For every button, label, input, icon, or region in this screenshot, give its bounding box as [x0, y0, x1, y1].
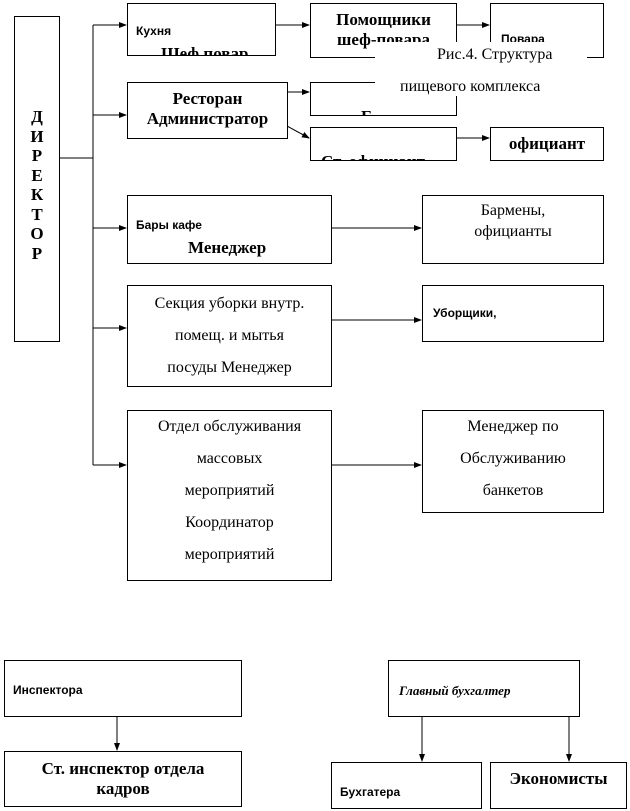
letter: Е: [31, 165, 43, 185]
events-box: Отдел обслуживания массовых мероприятий …: [127, 410, 332, 581]
label: Уборщики,: [433, 306, 497, 320]
label: мероприятий: [184, 482, 275, 499]
bars-box: Бары кафе Менеджер: [127, 195, 332, 264]
label: Помощники: [336, 10, 431, 29]
senior-inspector-box: Ст. инспектор отдела кадров: [4, 751, 242, 807]
cleaners-box: Уборщики,: [422, 285, 604, 342]
letter: Д: [31, 107, 43, 126]
label: Бухгатера: [340, 785, 401, 799]
letter: О: [30, 224, 44, 243]
kitchen-label: Кухня: [136, 24, 172, 38]
label: Ресторан: [172, 89, 243, 108]
label: Координатор: [185, 514, 274, 531]
letter: Р: [31, 243, 43, 263]
label: Обслуживанию: [460, 450, 566, 467]
label: Секция уборки внутр.: [154, 295, 305, 312]
figure-caption: Рис.4. Структура пищевого комплекса: [375, 42, 587, 96]
letter: К: [30, 185, 44, 204]
bartenders-box: Бармены, официанты: [422, 195, 604, 264]
label: Главный бухгалтер: [399, 683, 511, 698]
label: мероприятий: [184, 546, 275, 563]
label: Экономисты: [509, 769, 608, 788]
label: Бармены,: [480, 202, 546, 219]
label: кадров: [96, 779, 150, 798]
restaurant-box: Ресторан Администратор: [127, 82, 288, 139]
inspectors-box: Инспектора: [4, 660, 242, 717]
label: помещ. и мытья: [175, 327, 284, 344]
label: Менеджер по: [467, 418, 559, 435]
letter: Т: [31, 204, 43, 224]
label: посуды Менеджер: [167, 359, 292, 376]
chief-accountant-box: Главный бухгалтер: [388, 660, 580, 717]
banquet-manager-box: Менеджер по Обслуживанию банкетов: [422, 410, 604, 513]
label: официант: [508, 134, 586, 153]
label: Б: [361, 107, 372, 115]
waiter-box: официант: [490, 127, 604, 161]
label: банкетов: [482, 482, 544, 499]
label: официанты: [474, 223, 552, 240]
economists-box: Экономисты: [490, 762, 627, 809]
chef-label: Шеф повар: [161, 44, 249, 56]
label: массовых: [196, 450, 263, 467]
label: Менеджер: [188, 238, 267, 257]
label: Инспектора: [13, 683, 83, 697]
caption-line: пищевого комплекса: [400, 78, 541, 95]
senior-waiter-box: Ст. официант: [310, 127, 457, 161]
label: Отдел обслуживания: [157, 418, 302, 435]
kitchen-box: Кухня Шеф повар: [127, 3, 276, 56]
cleaning-box: Секция уборки внутр. помещ. и мытья посу…: [127, 285, 332, 387]
letter: Р: [31, 146, 43, 165]
accountants-box: Бухгатера: [331, 762, 482, 809]
letter: И: [30, 126, 44, 146]
label: Ст. инспектор отдела: [41, 759, 205, 778]
label: Администратор: [146, 109, 269, 128]
label: Ст. официант: [321, 152, 425, 160]
label: Бары кафе: [136, 218, 202, 232]
caption-line: Рис.4. Структура: [437, 46, 553, 63]
